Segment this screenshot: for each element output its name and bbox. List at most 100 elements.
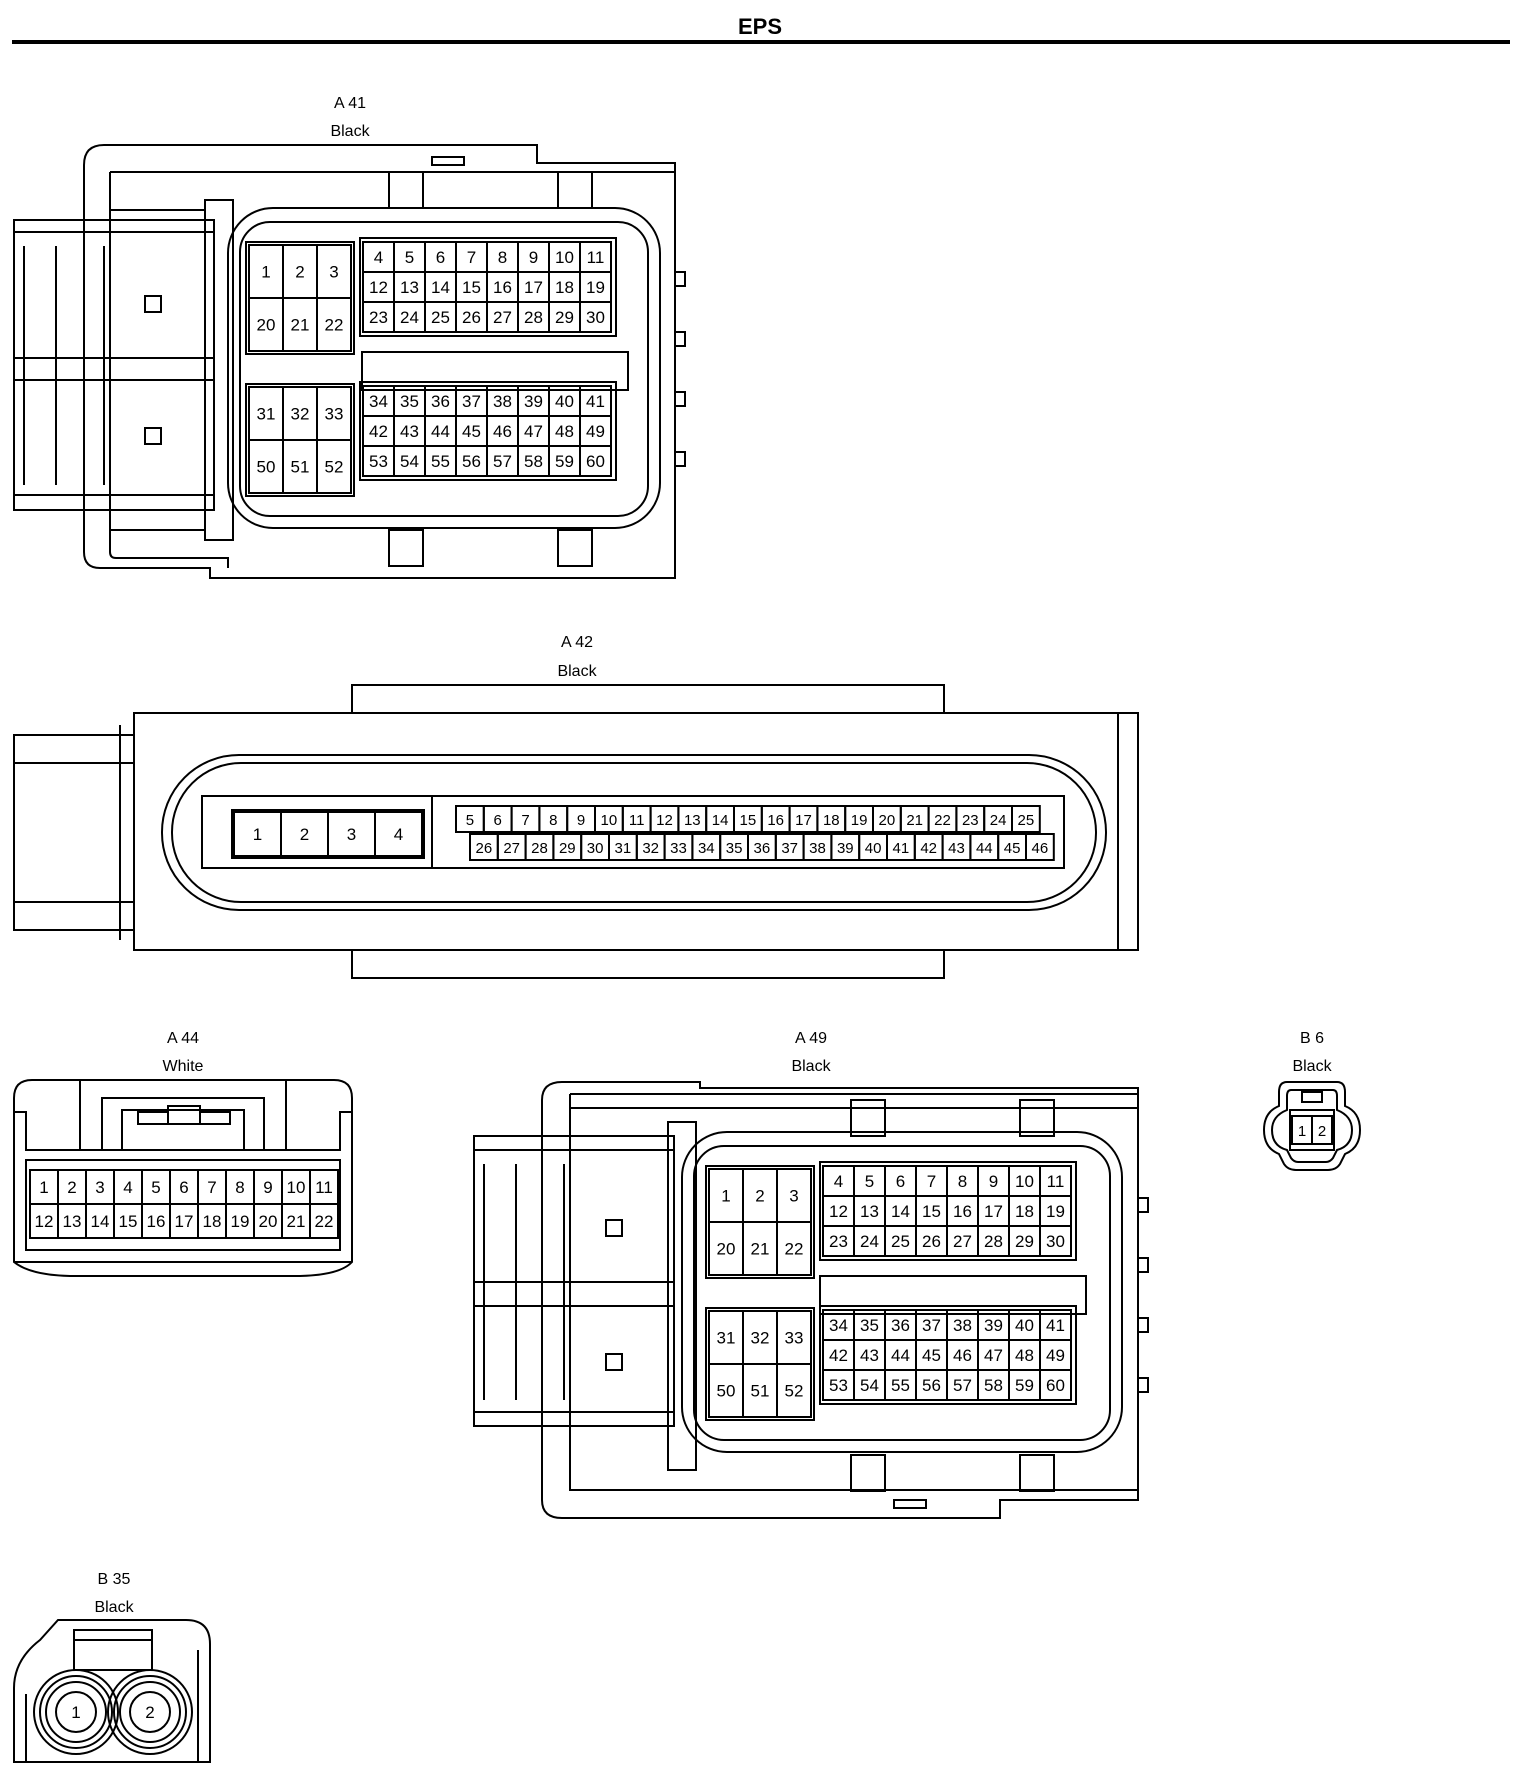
pin-34: 34 — [369, 392, 388, 411]
pin-25: 25 — [431, 308, 450, 327]
pin-9: 9 — [577, 812, 585, 829]
pin-26: 26 — [462, 308, 481, 327]
pin-2-ring — [129, 1691, 171, 1733]
pin-1: 1 — [261, 263, 270, 282]
pin-49: 49 — [1046, 1346, 1065, 1365]
connector-a49-color: Black — [791, 1058, 831, 1075]
pin-8: 8 — [958, 1172, 967, 1191]
pin-22-cell — [309, 1203, 339, 1239]
pin-38: 38 — [493, 392, 512, 411]
pin-53: 53 — [369, 452, 388, 471]
pin-22: 22 — [315, 1212, 334, 1231]
pin-46: 46 — [1032, 840, 1049, 857]
pin-15: 15 — [740, 812, 757, 829]
pin-39: 39 — [524, 392, 543, 411]
pin-4: 4 — [374, 248, 383, 267]
pin-33: 33 — [325, 405, 344, 424]
connector-a42-color: Black — [557, 663, 597, 680]
pin-12: 12 — [35, 1212, 54, 1231]
latch-window-upper-a49 — [605, 1219, 623, 1237]
pin-3: 3 — [329, 263, 338, 282]
pin-45: 45 — [1004, 840, 1021, 857]
pin-50: 50 — [717, 1382, 736, 1401]
pin-49: 49 — [586, 422, 605, 441]
pin-33: 33 — [785, 1329, 804, 1348]
pin-24: 24 — [400, 308, 419, 327]
pin-4: 4 — [394, 825, 403, 844]
pin-22-cell — [776, 1221, 812, 1276]
pin-46: 46 — [953, 1346, 972, 1365]
pin-21: 21 — [751, 1240, 770, 1259]
pin-15: 15 — [462, 278, 481, 297]
pin-2: 2 — [295, 263, 304, 282]
pin-30: 30 — [1046, 1232, 1065, 1251]
pin-10: 10 — [287, 1178, 306, 1197]
pin-38: 38 — [809, 840, 826, 857]
pin-11: 11 — [315, 1178, 333, 1197]
pin-19: 19 — [1046, 1202, 1065, 1221]
pin-35: 35 — [726, 840, 743, 857]
pin-2: 2 — [1318, 1123, 1326, 1140]
pin-58: 58 — [984, 1376, 1003, 1395]
pin-8: 8 — [549, 812, 557, 829]
pin-43: 43 — [400, 422, 419, 441]
pin-17: 17 — [795, 812, 812, 829]
pin-16: 16 — [493, 278, 512, 297]
pin-28: 28 — [524, 308, 543, 327]
pin-16: 16 — [767, 812, 784, 829]
pin-7: 7 — [927, 1172, 936, 1191]
pin-8: 8 — [235, 1178, 244, 1197]
pin-25: 25 — [1018, 812, 1035, 829]
pin-4: 4 — [834, 1172, 843, 1191]
pin-57: 57 — [493, 452, 512, 471]
pin-6: 6 — [179, 1178, 188, 1197]
pin-17: 17 — [175, 1212, 194, 1231]
pin-23: 23 — [369, 308, 388, 327]
pin-10: 10 — [1015, 1172, 1034, 1191]
pin-22: 22 — [785, 1240, 804, 1259]
pin-23: 23 — [962, 812, 979, 829]
pin-45: 45 — [922, 1346, 941, 1365]
connector-b35-id: B 35 — [98, 1571, 131, 1588]
pin-7: 7 — [467, 248, 476, 267]
pin-13: 13 — [684, 812, 701, 829]
pin-55: 55 — [891, 1376, 910, 1395]
pin-21: 21 — [906, 812, 923, 829]
pin-17: 17 — [984, 1202, 1003, 1221]
pin-21: 21 — [291, 316, 310, 335]
connector-a49-id: A 49 — [795, 1030, 827, 1047]
pin-14: 14 — [891, 1202, 910, 1221]
pin-2-ring — [107, 1669, 193, 1755]
pin-20: 20 — [717, 1240, 736, 1259]
pin-39: 39 — [837, 840, 854, 857]
pin-36: 36 — [754, 840, 771, 857]
pin-1: 1 — [39, 1178, 48, 1197]
pin-28: 28 — [531, 840, 548, 857]
connector-b6-color: Black — [1292, 1058, 1332, 1075]
pin-13: 13 — [860, 1202, 879, 1221]
pin-44: 44 — [891, 1346, 910, 1365]
pin-25-cell — [1011, 805, 1041, 833]
pin-33: 33 — [670, 840, 687, 857]
pin-48: 48 — [555, 422, 574, 441]
pin-34: 34 — [698, 840, 715, 857]
pin-1: 1 — [253, 825, 262, 844]
pin-29: 29 — [555, 308, 574, 327]
pin-51: 51 — [291, 458, 310, 477]
pin-11: 11 — [1047, 1172, 1065, 1191]
connector-b35-color: Black — [94, 1599, 134, 1616]
pin-41: 41 — [893, 840, 910, 857]
pin-18: 18 — [1015, 1202, 1034, 1221]
pin-1: 1 — [71, 1703, 80, 1722]
pin-42: 42 — [829, 1346, 848, 1365]
pin-18: 18 — [823, 812, 840, 829]
pin-2: 2 — [67, 1178, 76, 1197]
pin-12: 12 — [656, 812, 673, 829]
pin-50: 50 — [257, 458, 276, 477]
